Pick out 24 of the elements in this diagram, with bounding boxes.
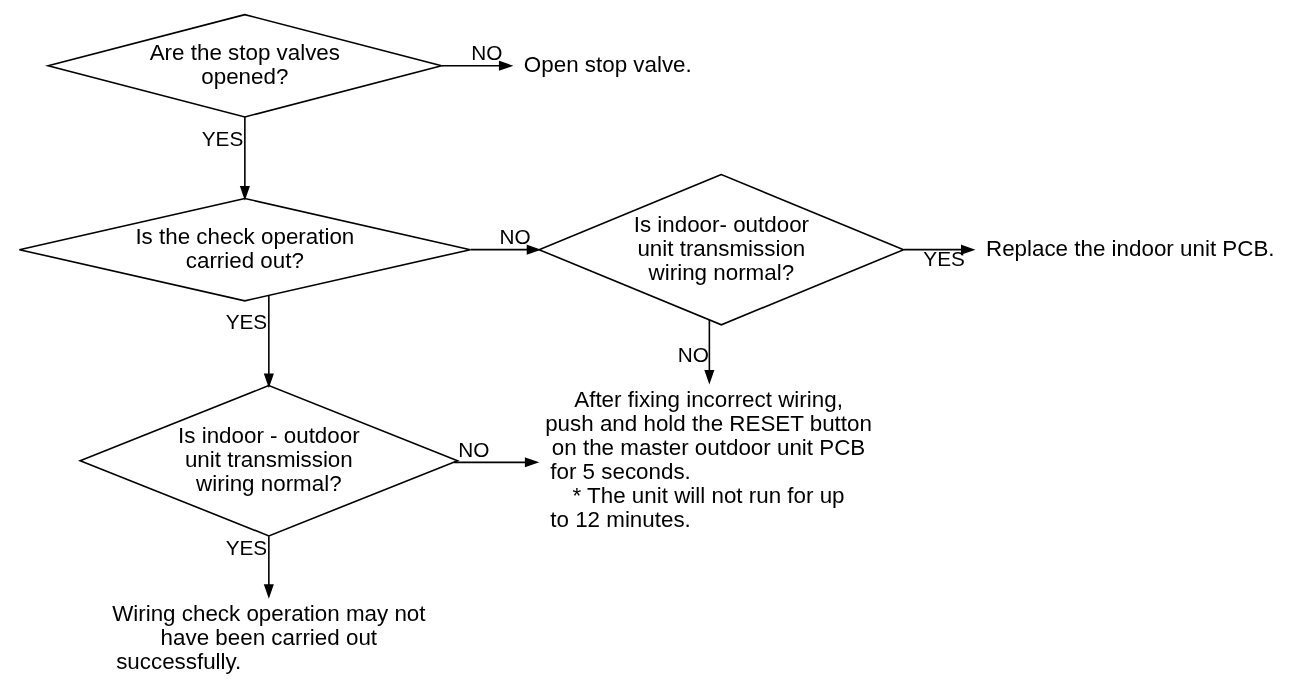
edge-label: YES xyxy=(922,247,965,271)
edge-label: YES xyxy=(201,127,243,151)
edge-label: YES xyxy=(225,535,267,559)
node-text: Replace the indoor unit PCB. xyxy=(985,235,1275,261)
arrow xyxy=(469,244,541,255)
arrow xyxy=(263,535,274,599)
arrow xyxy=(263,294,274,388)
edge-label: YES xyxy=(225,310,267,334)
arrow xyxy=(902,244,975,255)
edge-label: NO xyxy=(677,343,709,367)
arrow xyxy=(703,319,714,385)
node-diamond: Are the stop valves opened? xyxy=(44,13,445,118)
arrow xyxy=(239,116,250,201)
arrow xyxy=(452,457,539,468)
arrow xyxy=(440,60,513,71)
node-text: Open stop valve. xyxy=(523,51,692,77)
node-text: Wiring check operation may not have been carried out successfully. xyxy=(111,600,426,674)
node-diamond: Is indoor - outdoor unit transmission wiring normal? xyxy=(77,384,460,537)
node-diamond: Is the check operation carried out? xyxy=(18,197,471,302)
edge-label: NO xyxy=(498,224,531,248)
node-text: After fixing incorrect wiring, push and hold the RESET button on the master outdoor unit PCB for 5 seconds. * The unit will not run for up to 12 minutes. xyxy=(544,386,872,532)
edge-label: NO xyxy=(457,437,489,461)
node-diamond: Is indoor- outdoor unit transmission wiring normal? xyxy=(536,173,906,326)
edge-label: NO xyxy=(470,41,502,65)
